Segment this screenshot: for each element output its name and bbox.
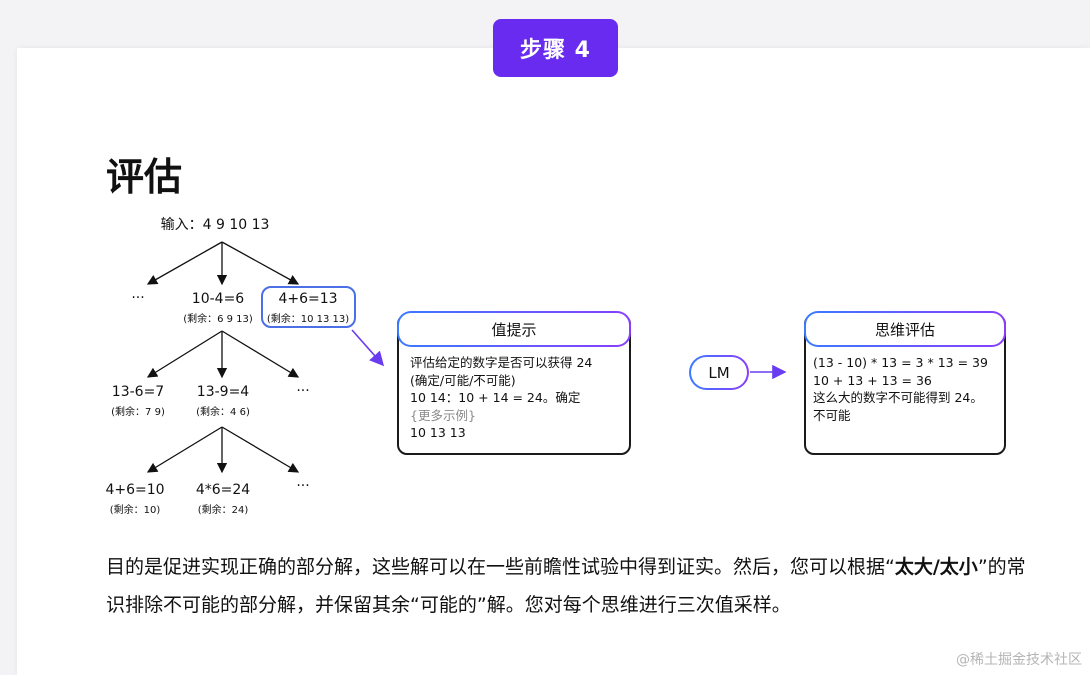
selected-node-box: [261, 286, 356, 328]
tree-l1-right-remaining: (剩余：10 13 13): [266, 314, 350, 325]
edge-mid-a: [146, 330, 223, 378]
section-title: 评估: [106, 155, 183, 199]
value-prompt-line1: 评估给定的数字是否可以获得 24: [410, 355, 593, 370]
edge-root-right: [221, 241, 300, 285]
tree-l1-right: 4+6=13: [278, 291, 338, 307]
tree-l3-a: 4+6=10: [105, 482, 165, 498]
tree-l3-a-remaining: (剩余：10): [109, 505, 161, 516]
edge-b-a: [146, 426, 223, 473]
paragraph-quote-close: ”: [977, 556, 988, 578]
edge-b-c: [221, 426, 300, 473]
edge-root-left: [146, 241, 223, 285]
tree-l2-b-remaining: (剩余：4 6): [196, 407, 250, 418]
paragraph-part1: 目的是促进实现正确的部分解，这些解可以在一些前瞻性试验中得到证实。然后，您可以根…: [106, 556, 886, 578]
tree-l1-mid-remaining: (剩余：6 9 13): [183, 314, 253, 325]
tree-l3-ellipsis: ···: [296, 478, 310, 494]
thought-eval-line4: 不可能: [813, 407, 851, 423]
paragraph-quote-open: “: [885, 556, 895, 578]
paragraph-bold-phrase: 太大/太小: [894, 556, 978, 578]
edge-mid-c: [221, 330, 300, 378]
lm-node: LM: [689, 355, 749, 390]
thought-eval-header: 思维评估: [804, 311, 1006, 347]
step-badge: 步骤 4: [493, 19, 618, 77]
value-prompt-line5: 10 13 13: [410, 425, 466, 440]
value-prompt-body: 评估给定的数字是否可以获得 24 (确定/可能/不可能) 10 14：10 + …: [410, 354, 625, 442]
tree-l2-a-remaining: (剩余：7 9): [111, 407, 165, 418]
tree-l3-b-remaining: (剩余：24): [197, 505, 249, 516]
paragraph-part2: 的常识排除不可能的部分解，并保留其余“可能的”解。您对每个思维进行三次值采样。: [106, 556, 1026, 616]
thought-eval-line2: 10 + 13 + 13 = 36: [813, 372, 932, 388]
value-prompt-line3: 10 14：10 + 14 = 24。确定: [410, 390, 581, 405]
value-prompt-header: 值提示: [397, 311, 631, 347]
tree-l1-ellipsis: ···: [131, 290, 145, 306]
thought-eval-line1: (13 - 10) * 13 = 3 * 13 = 39: [813, 355, 988, 370]
value-prompt-line4: {更多示例}: [410, 407, 476, 423]
tree-l1-mid: 10-4=6: [191, 291, 245, 307]
tree-input: 输入：4 9 10 13: [160, 217, 270, 233]
watermark: @稀土掘金技术社区: [956, 652, 1082, 668]
tree-l3-b: 4*6=24: [195, 482, 251, 498]
tree-l2-b: 13-9=4: [196, 384, 250, 400]
value-prompt-line2: (确定/可能/不可能): [410, 372, 516, 388]
explanation-paragraph: 目的是促进实现正确的部分解，这些解可以在一些前瞻性试验中得到证实。然后，您可以根…: [106, 548, 1026, 624]
edge-node-to-prompt: [351, 329, 385, 367]
thought-eval-header-label: 思维评估: [874, 320, 935, 339]
tree-l2-ellipsis: ···: [296, 383, 310, 399]
thought-eval-line3: 这么大的数字不可能得到 24。: [813, 390, 983, 405]
thought-eval-body: (13 - 10) * 13 = 3 * 13 = 39 10 + 13 + 1…: [813, 354, 1003, 424]
tree-l2-a: 13-6=7: [111, 384, 165, 400]
lm-label: LM: [708, 363, 730, 382]
value-prompt-header-label: 值提示: [491, 320, 537, 339]
